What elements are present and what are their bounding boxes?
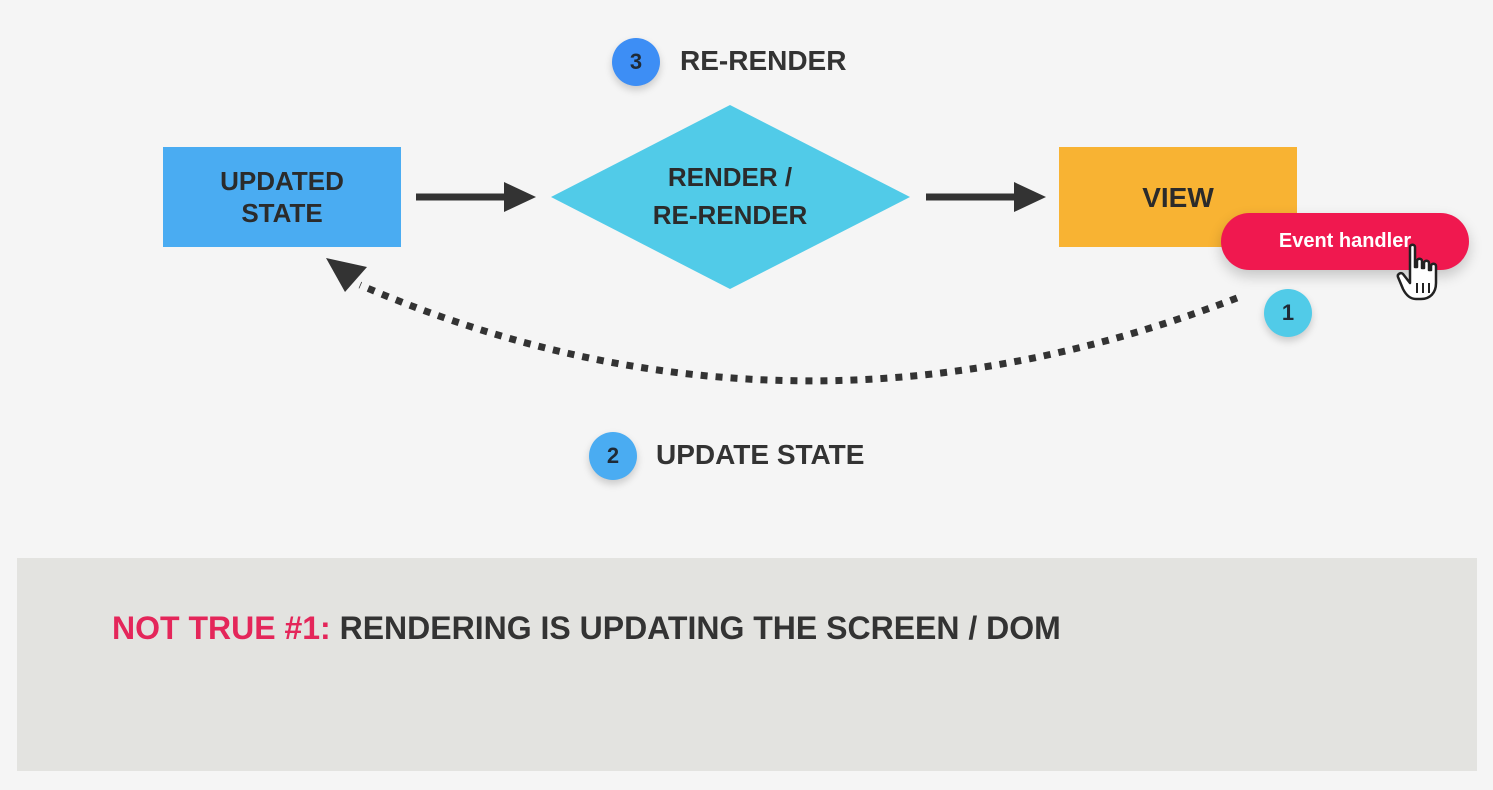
arrow-update-state bbox=[326, 258, 1239, 385]
step-badge-3: 3 bbox=[612, 38, 660, 86]
note-panel bbox=[17, 558, 1477, 771]
view-label: VIEW bbox=[1142, 181, 1214, 213]
note-text: NOT TRUE #1: RENDERING IS UPDATING THE S… bbox=[112, 610, 1061, 647]
render-label: RENDER / RE-RENDER bbox=[652, 162, 808, 230]
render-diamond bbox=[551, 105, 910, 289]
hand-pointer-icon bbox=[1396, 243, 1438, 301]
step-label-update-state: UPDATE STATE bbox=[656, 439, 865, 470]
updated-state-box: UPDATED STATE bbox=[163, 147, 401, 247]
step-badge-2: 2 bbox=[589, 432, 637, 480]
step-label-rerender: RE-RENDER bbox=[680, 45, 847, 76]
note-body: RENDERING IS UPDATING THE SCREEN / DOM bbox=[330, 610, 1061, 646]
note-highlight: NOT TRUE #1: bbox=[112, 610, 331, 646]
updated-state-label: UPDATED STATE bbox=[220, 165, 344, 229]
arrow-state-to-render bbox=[416, 182, 536, 212]
arrow-render-to-view bbox=[926, 182, 1046, 212]
event-handler-button[interactable]: Event handler bbox=[1221, 213, 1469, 270]
step-badge-1: 1 bbox=[1264, 289, 1312, 337]
